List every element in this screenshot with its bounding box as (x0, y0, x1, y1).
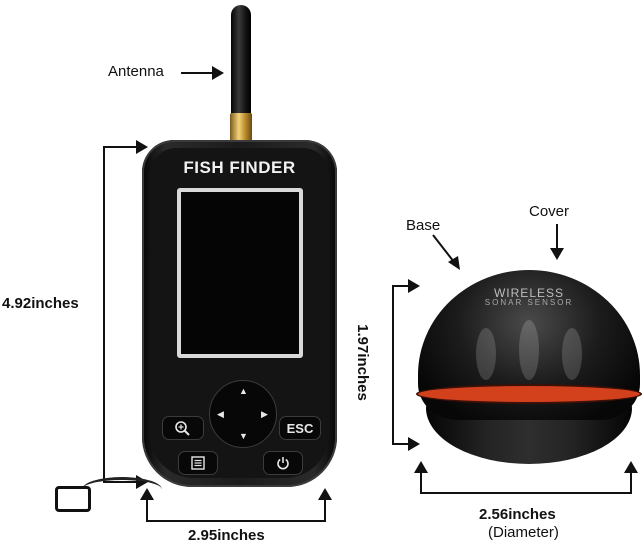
sonar-sensor: WIRELESS SONAR SENSOR (418, 270, 640, 470)
sensor-diameter-note: (Diameter) (488, 524, 559, 541)
sensor-diameter-line (420, 492, 632, 494)
device-width-right-tick (324, 495, 326, 522)
arrow-down-icon[interactable]: ▼ (239, 431, 248, 441)
lanyard-loop (55, 486, 91, 512)
device-width-line (146, 520, 326, 522)
sensor-orange-band (418, 386, 640, 402)
sensor-diameter-left-tick (420, 468, 422, 494)
sensor-height-top-tick (392, 285, 412, 287)
antenna-arrow-head (212, 66, 224, 80)
base-label: Base (406, 217, 441, 234)
sensor-diameter-right-arrow (624, 461, 638, 473)
esc-button[interactable]: ESC (279, 416, 321, 440)
menu-button[interactable] (178, 451, 218, 475)
power-button[interactable] (263, 451, 303, 475)
sensor-height-top-arrow (408, 279, 420, 293)
device-height-top-tick (103, 146, 141, 148)
antenna (231, 5, 251, 121)
menu-list-icon (191, 456, 205, 470)
arrow-up-icon[interactable]: ▲ (239, 386, 248, 396)
power-icon (277, 457, 289, 470)
sensor-label-wireless: WIRELESS (493, 286, 564, 300)
cover-arrow-shaft (556, 224, 558, 252)
lanyard-cord (82, 477, 162, 502)
magnifier-plus-icon (175, 421, 190, 436)
sensor-diameter-left-arrow (414, 461, 428, 473)
base-arrow (432, 234, 460, 270)
cover-arrow-head (550, 248, 564, 260)
device-height-top-arrow (136, 140, 148, 154)
sensor-height-bottom-arrow (408, 437, 420, 451)
device-width-left-tick (146, 495, 148, 522)
sensor-label-sonar: SONAR SENSOR (484, 298, 574, 307)
sensor-height-line (392, 285, 394, 445)
sensor-diameter-label: 2.56inches (479, 506, 556, 523)
arrow-right-icon[interactable]: ▶ (261, 409, 268, 419)
device-width-label: 2.95inches (188, 527, 265, 544)
device-screen (181, 192, 299, 354)
device-height-line (103, 146, 105, 483)
sensor-height-bottom-tick (392, 443, 412, 445)
device-width-left-arrow (140, 488, 154, 500)
arrow-left-icon[interactable]: ◀ (217, 409, 224, 419)
cover-label: Cover (529, 203, 570, 220)
device-height-label: 4.92inches (2, 295, 79, 312)
sensor-height-label: 1.97inches (353, 324, 371, 401)
zoom-button[interactable] (162, 416, 204, 440)
sensor-diameter-right-tick (630, 468, 632, 494)
antenna-connector (230, 113, 252, 143)
device-brand: FISH FINDER (183, 158, 296, 177)
antenna-arrow-shaft (181, 72, 217, 74)
direction-pad[interactable]: ▲ ▼ ◀ ▶ (209, 380, 277, 448)
device-width-right-arrow (318, 488, 332, 500)
antenna-label: Antenna (108, 63, 164, 80)
